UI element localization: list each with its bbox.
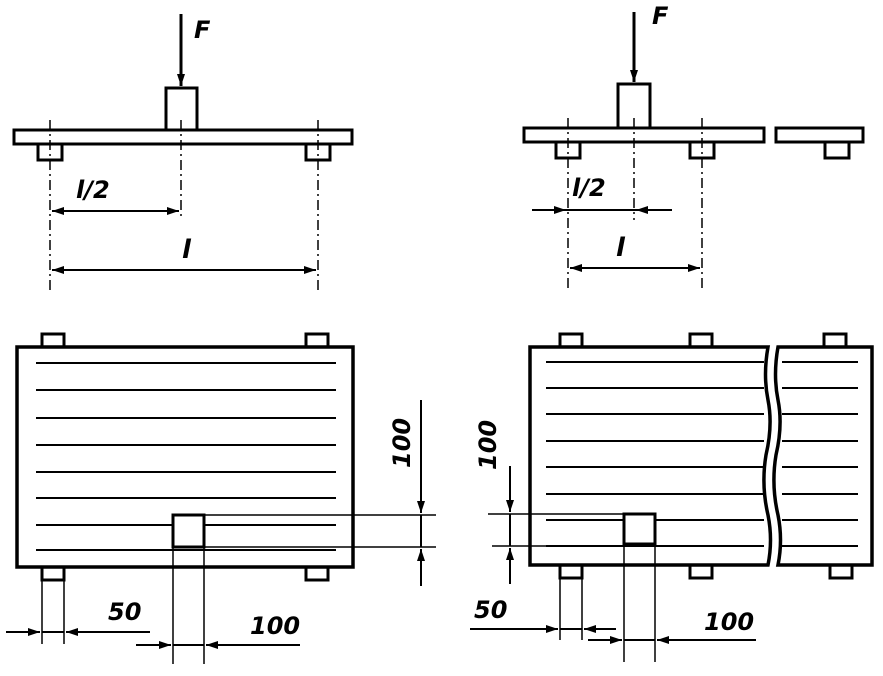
plate-plan-right-broken bbox=[772, 345, 874, 567]
half-span-label-right: l/2 bbox=[572, 174, 606, 202]
load-footprint-right bbox=[622, 512, 657, 546]
dim-50-left: 50 bbox=[108, 598, 141, 626]
plate-left bbox=[12, 128, 354, 146]
dim-50-right: 50 bbox=[474, 596, 507, 624]
force-label-right: F bbox=[652, 2, 669, 30]
dim-100-vertical-left: 100 bbox=[388, 418, 416, 468]
plate-right bbox=[522, 126, 766, 144]
left-plan-view: 100 50 100 bbox=[6, 332, 436, 664]
left-side-view: F l/2 l bbox=[12, 14, 354, 290]
dim-100-horizontal-right: 100 bbox=[704, 608, 754, 636]
force-label-left: F bbox=[194, 16, 211, 44]
span-label-left: l bbox=[182, 235, 192, 265]
right-plan-view: 100 50 100 bbox=[470, 332, 874, 662]
load-footprint-left bbox=[171, 513, 206, 549]
support-right-3 bbox=[823, 140, 851, 160]
half-span-label-left: l/2 bbox=[76, 176, 110, 204]
dim-100-vertical-right: 100 bbox=[474, 420, 502, 470]
plate-right-broken bbox=[774, 126, 865, 144]
plate-plan-right bbox=[528, 345, 773, 567]
span-label-right: l bbox=[616, 233, 626, 263]
right-side-view: F l/2 l bbox=[522, 2, 865, 288]
dim-100-horizontal-left: 100 bbox=[250, 612, 300, 640]
